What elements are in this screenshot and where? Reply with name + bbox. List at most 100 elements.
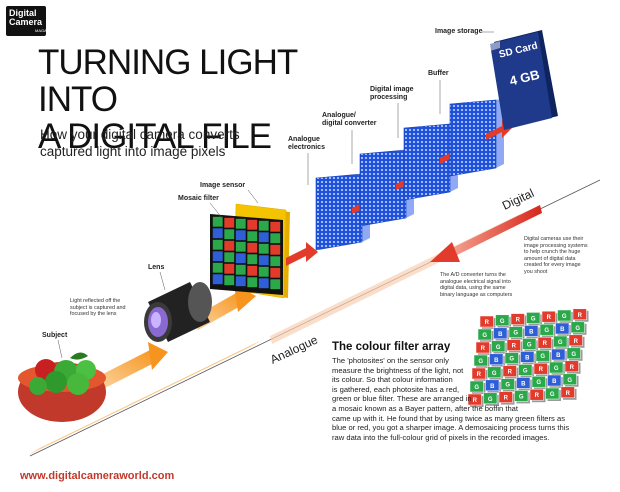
mosaic-cell xyxy=(224,229,235,240)
cfa-cell: G xyxy=(491,340,507,354)
cfa-cell-letter: G xyxy=(509,357,514,363)
cfa-cell-letter: G xyxy=(505,383,510,389)
cfa-cell: R xyxy=(479,315,496,329)
cfa-cell: B xyxy=(493,327,509,341)
cfa-cell-face xyxy=(566,347,581,360)
mosaic-cell xyxy=(212,251,223,262)
subtitle-line1: How your digital camera converts xyxy=(40,127,240,142)
cfa-cell-face xyxy=(510,313,525,325)
cfa-body-line: raw data into the full-colour grid of pi… xyxy=(332,432,550,442)
cfa-cell-letter: B xyxy=(494,358,499,364)
mosaic-cell xyxy=(212,262,223,273)
cfa-cell-letter: G xyxy=(571,352,576,358)
cfa-cell-face xyxy=(518,364,533,376)
cfa-cell-face xyxy=(568,334,583,347)
processing-block xyxy=(449,99,497,177)
cfa-cell: R xyxy=(502,365,519,379)
cfa-cell-face xyxy=(533,362,548,375)
signal-arrow xyxy=(286,242,318,266)
brand-logo: Digital Camera MAGAZINE xyxy=(6,6,56,36)
cfa-cell-face xyxy=(477,328,492,341)
note-line: created for every image xyxy=(524,262,581,269)
cfa-cell-face xyxy=(524,325,539,337)
cfa-cell-letter: G xyxy=(536,380,541,386)
cfa-body-line: a mosaic known as a Bayer pattern, after… xyxy=(332,403,519,413)
cfa-cell-face xyxy=(531,375,546,388)
note-line: focused by the lens xyxy=(70,311,117,318)
cfa-cell-face xyxy=(520,351,535,363)
cfa-cell: G xyxy=(535,349,552,364)
cfa-cell-letter: R xyxy=(574,339,579,345)
cfa-cell-letter: R xyxy=(570,365,575,371)
note-line: you shoot xyxy=(524,268,548,275)
cfa-cell-face xyxy=(549,361,564,374)
mosaic-cell xyxy=(270,279,281,290)
cfa-cell-face xyxy=(570,321,585,334)
cfa-cell-face xyxy=(514,390,529,402)
cfa-cell-face xyxy=(469,380,484,393)
cfa-cell-letter: G xyxy=(496,345,501,351)
cfa-cell: G xyxy=(553,335,569,349)
mosaic-cell xyxy=(235,253,246,264)
cfa-cell-letter: G xyxy=(482,333,487,339)
mosaic-cell xyxy=(224,263,235,274)
page-subtitle: How your digital camera converts capture… xyxy=(40,126,300,160)
cfa-cell: G xyxy=(500,378,517,392)
brand-line2: Camera xyxy=(9,17,43,27)
title-line2: A DIGITAL FILE xyxy=(38,117,272,156)
mosaic-cell xyxy=(270,267,281,278)
cfa-cell-face xyxy=(498,391,513,403)
cfa-cell: G xyxy=(508,326,525,340)
cfa-body-line: The 'photosites' on the sensor only xyxy=(332,356,449,365)
cfa-cell: B xyxy=(489,353,505,367)
leader-mosaic xyxy=(209,202,223,219)
cfa-cell: G xyxy=(570,321,587,335)
cfa-cell-face xyxy=(479,315,494,328)
cfa-cell-letter: G xyxy=(500,319,505,325)
cfa-cell-face xyxy=(545,387,560,400)
cfa-cell-face xyxy=(489,353,504,366)
mosaic-cell xyxy=(212,216,223,227)
cfa-cell-letter: B xyxy=(498,332,503,338)
note-line: Light reflected off the xyxy=(70,298,121,304)
cfa-cell-letter: B xyxy=(552,379,557,385)
label-digital-image-processing: Digital image processing xyxy=(370,86,414,102)
mosaic-cell xyxy=(235,264,246,275)
cfa-cell-letter: G xyxy=(531,316,536,322)
cfa-cell-letter: R xyxy=(539,367,544,373)
label-analogue-electronics: Analogue electronics xyxy=(288,136,325,152)
note-line: digital data, using the same xyxy=(440,285,506,292)
cfa-cell: G xyxy=(469,380,486,394)
cfa-body-line: is gathered, each photosite has a red, xyxy=(332,384,460,394)
apple-green xyxy=(29,377,47,395)
light-beam-head xyxy=(148,342,168,370)
mosaic-cell xyxy=(247,277,258,288)
mosaic-cell xyxy=(235,241,246,252)
cfa-cell-letter: G xyxy=(519,394,524,400)
leaf xyxy=(70,352,88,360)
cfa-cell-face xyxy=(483,392,498,405)
note-line: The A/D converter turns the xyxy=(440,272,506,278)
mosaic-cell xyxy=(212,228,223,239)
cfa-cell-face xyxy=(487,366,502,379)
cfa-cell: B xyxy=(555,322,571,336)
cfa-cell-letter: G xyxy=(575,326,580,332)
cfa-cell-face xyxy=(555,322,570,335)
label-subject: Subject xyxy=(42,332,68,339)
cfa-body-line: came up with it. He found that by using … xyxy=(332,413,565,423)
label-line: Digital image xyxy=(370,86,414,93)
cfa-cell: G xyxy=(549,361,565,375)
mosaic-cell xyxy=(212,274,223,285)
cfa-cell: B xyxy=(551,348,567,362)
cfa-cell-face xyxy=(516,377,531,389)
cfa-cell: B xyxy=(520,351,536,365)
website-url[interactable]: www.digitalcameraworld.com xyxy=(20,470,175,482)
cfa-cell-letter: B xyxy=(560,327,565,333)
label-buffer: Buffer xyxy=(428,70,449,77)
cfa-cell-letter: B xyxy=(529,329,534,335)
light-beam xyxy=(95,350,156,390)
note-line: to help crunch the huge xyxy=(524,249,581,256)
leader-subject xyxy=(57,339,63,359)
